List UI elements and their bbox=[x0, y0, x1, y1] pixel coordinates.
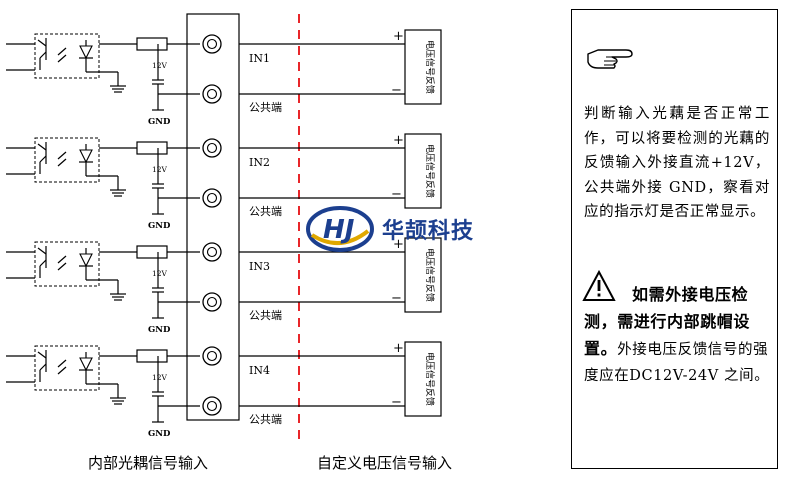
terminal-screw-inner bbox=[206, 350, 218, 362]
channel-3: 12V GND IN3 公共端 电压信号反馈 + − bbox=[6, 237, 442, 335]
logo-mark-icon: HJ bbox=[306, 206, 374, 252]
resistor bbox=[136, 37, 168, 51]
common-label: 公共端 bbox=[249, 205, 282, 218]
caption-custom-voltage-input: 自定义电压信号输入 bbox=[317, 454, 453, 472]
brand-name: 华颉科技 bbox=[382, 219, 475, 244]
led-diode bbox=[79, 45, 93, 60]
feedback-label: 电压信号反馈 bbox=[424, 40, 436, 94]
common-label: 公共端 bbox=[249, 101, 282, 114]
terminal-screw-inner bbox=[206, 38, 218, 50]
phototransistor-emitter bbox=[39, 259, 47, 267]
plus-sign: + bbox=[393, 133, 404, 148]
light-arrow bbox=[57, 366, 67, 375]
optocoupler-box bbox=[34, 345, 100, 391]
led-diode bbox=[79, 253, 93, 268]
terminal-screw-icon bbox=[202, 84, 222, 104]
light-arrow bbox=[57, 359, 67, 368]
phototransistor-collector bbox=[37, 143, 47, 151]
resistor bbox=[136, 349, 168, 363]
terminal-screw-inner bbox=[206, 246, 218, 258]
plus-sign: + bbox=[393, 29, 404, 44]
phototransistor-emitter bbox=[39, 363, 47, 371]
channel-2: 12V GND IN2 公共端 电压信号反馈 + − bbox=[6, 133, 442, 231]
phototransistor-collector bbox=[37, 39, 47, 47]
input-label: IN2 bbox=[249, 156, 270, 169]
terminal-screw-icon bbox=[202, 242, 222, 262]
light-arrow bbox=[57, 255, 67, 264]
minus-sign: − bbox=[391, 83, 402, 98]
caption-internal-input: 内部光耦信号输入 bbox=[88, 454, 209, 472]
led-diode bbox=[79, 357, 93, 372]
channel-1: 12V GND IN1 公共端 电压信号反馈 + − bbox=[6, 29, 442, 127]
resistor bbox=[136, 141, 168, 155]
voltage-feedback-box bbox=[404, 29, 442, 105]
light-arrow bbox=[57, 54, 67, 63]
terminal-screw-icon bbox=[202, 396, 222, 416]
note-paragraph: 判断输入光藕是否正常工作，可以将要检测的光藕的反馈输入外接直流+12V，公共端外… bbox=[584, 106, 770, 220]
common-label: 公共端 bbox=[249, 413, 282, 426]
voltage-label: 12V bbox=[152, 373, 168, 382]
phototransistor-collector bbox=[37, 247, 47, 255]
terminal-screw-inner bbox=[206, 400, 218, 412]
resistor bbox=[136, 245, 168, 259]
terminal-screw-icon bbox=[202, 346, 222, 366]
gnd-label: GND bbox=[148, 117, 171, 127]
terminal-screw-icon bbox=[202, 34, 222, 54]
optocoupler-box bbox=[34, 241, 100, 287]
minus-sign: − bbox=[391, 291, 402, 306]
note-panel: 判断输入光藕是否正常工作，可以将要检测的光藕的反馈输入外接直流+12V，公共端外… bbox=[571, 9, 778, 469]
voltage-feedback-box bbox=[404, 133, 442, 209]
gnd-label: GND bbox=[148, 429, 171, 439]
led-diode bbox=[79, 149, 93, 164]
warning-bold: 如需外接电压检测，需进行内部跳帽设置。 bbox=[584, 285, 751, 358]
gnd-label: GND bbox=[148, 325, 171, 335]
light-arrow bbox=[57, 151, 67, 160]
phototransistor-emitter bbox=[39, 155, 47, 163]
terminal-screw-icon bbox=[202, 188, 222, 208]
minus-sign: − bbox=[391, 395, 402, 410]
pointing-hand-icon bbox=[587, 49, 633, 69]
optocoupler-box bbox=[34, 137, 100, 183]
warning-triangle-icon bbox=[582, 269, 616, 301]
terminal-screw-inner bbox=[206, 88, 218, 100]
light-arrow bbox=[57, 47, 67, 56]
warning-text: 如需外接电压检测，需进行内部跳帽设置。外接电压反馈信号的强度应在DC12V-24… bbox=[584, 282, 770, 389]
terminal-screw-icon bbox=[202, 138, 222, 158]
minus-sign: − bbox=[391, 187, 402, 202]
warning-rest: 外接电压反馈信号的强度应在DC12V-24V 之间。 bbox=[584, 342, 770, 384]
feedback-label: 电压信号反馈 bbox=[424, 248, 436, 302]
phototransistor-collector bbox=[37, 351, 47, 359]
phototransistor-emitter bbox=[39, 51, 47, 59]
gnd-label: GND bbox=[148, 221, 171, 231]
light-arrow bbox=[57, 158, 67, 167]
voltage-label: 12V bbox=[152, 269, 168, 278]
light-arrow bbox=[57, 262, 67, 271]
terminal-screw-inner bbox=[206, 192, 218, 204]
input-label: IN4 bbox=[249, 364, 270, 377]
feedback-label: 电压信号反馈 bbox=[424, 144, 436, 198]
terminal-screw-icon bbox=[202, 292, 222, 312]
common-label: 公共端 bbox=[249, 309, 282, 322]
input-label: IN3 bbox=[249, 260, 270, 273]
input-label: IN1 bbox=[249, 52, 270, 65]
voltage-label: 12V bbox=[152, 165, 168, 174]
terminal-screw-inner bbox=[206, 296, 218, 308]
plus-sign: + bbox=[393, 341, 404, 356]
voltage-feedback-box bbox=[404, 341, 442, 417]
voltage-feedback-box bbox=[404, 237, 442, 313]
feedback-label: 电压信号反馈 bbox=[424, 352, 436, 406]
svg-text:HJ: HJ bbox=[323, 215, 355, 245]
brand-logo: HJ 华颉科技 bbox=[306, 205, 474, 253]
channel-4: 12V GND IN4 公共端 电压信号反馈 + − bbox=[6, 341, 442, 439]
voltage-label: 12V bbox=[152, 61, 168, 70]
terminal-screw-inner bbox=[206, 142, 218, 154]
plus-sign: + bbox=[393, 237, 404, 252]
optocoupler-box bbox=[34, 33, 100, 79]
